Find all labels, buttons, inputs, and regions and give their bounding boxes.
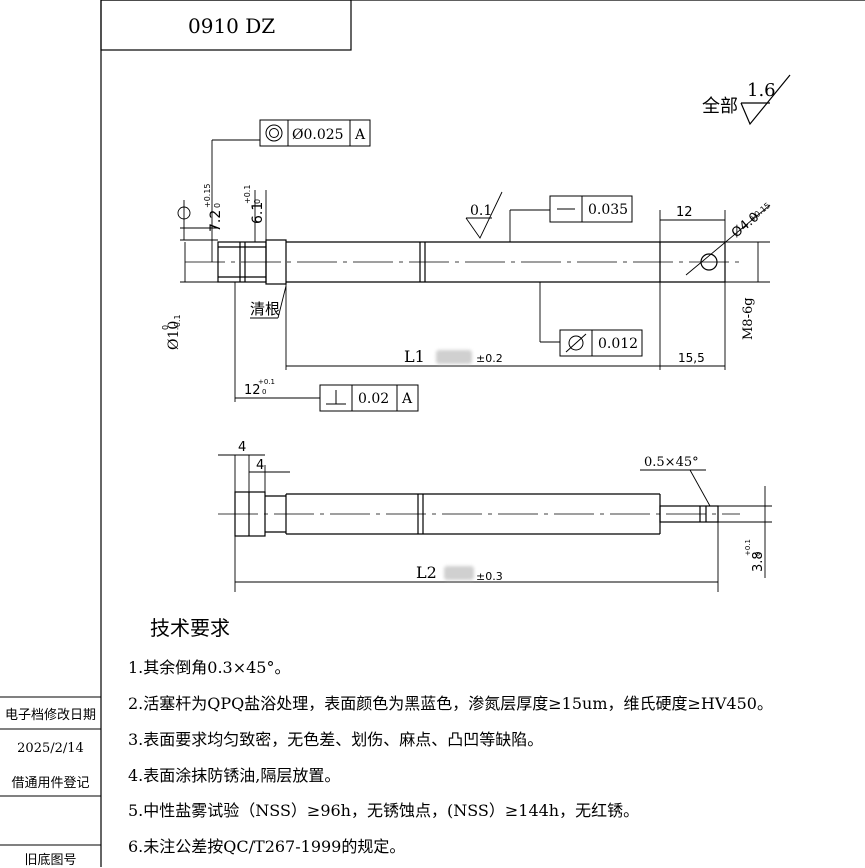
dim-l1-tol: ±0.2 bbox=[476, 352, 503, 365]
dim-6-1-tol0: 0 bbox=[253, 199, 262, 204]
rough-0-1: 0.1 bbox=[470, 203, 492, 219]
dim-15-5: 15,5 bbox=[678, 351, 705, 365]
old-no-label: 旧底图号 bbox=[24, 853, 77, 868]
dim-4-b: 4 bbox=[256, 458, 264, 473]
dim-chamfer: 0.5×45° bbox=[644, 455, 699, 470]
dim-3-8: 3.8 bbox=[751, 551, 766, 572]
roughness-symbol: 全部 1.6 bbox=[702, 74, 791, 126]
dim-d10-tol0: 0 bbox=[161, 325, 170, 330]
dim-l2: L2 bbox=[416, 563, 437, 582]
concentric-datum: A bbox=[354, 127, 366, 143]
dim-12-bottom-tol0: 0 bbox=[262, 388, 266, 396]
dim-6-1: 6.1 bbox=[250, 202, 266, 224]
frame-concentric bbox=[259, 119, 371, 147]
tech-req-item: 1.其余倒角0.3×45°。 bbox=[128, 658, 291, 677]
part-number: 0910 DZ bbox=[188, 14, 275, 38]
dim-4-a: 4 bbox=[238, 440, 246, 455]
concentric-value: Ø0.025 bbox=[292, 127, 344, 143]
cylindricity-value: 0.012 bbox=[598, 336, 638, 352]
label-qinggen: 清根 bbox=[250, 300, 280, 318]
lower-dimensions bbox=[218, 454, 772, 592]
perpendicular-value: 0.02 bbox=[358, 391, 389, 407]
dim-12-bottom-tol: +0.1 bbox=[258, 378, 275, 386]
edit-date-label: 电子档修改日期 bbox=[4, 708, 96, 723]
tech-req-item: 5.中性盐雾试验（NSS）≥96h，无锈蚀点，(NSS）≥144h，无红锈。 bbox=[128, 801, 640, 820]
dim-3-8-tol: +0.1 bbox=[744, 539, 752, 556]
dim-7-2: 7.2 bbox=[208, 210, 224, 232]
tech-req-item: 3.表面要求均匀致密，无色差、划伤、麻点、凸凹等缺陷。 bbox=[128, 730, 544, 749]
dim-6-1-tol: +0.1 bbox=[243, 185, 252, 204]
dim-m8: M8-6g bbox=[741, 297, 756, 340]
tech-req-item: 4.表面涂抹防锈油,隔层放置。 bbox=[128, 766, 341, 785]
dim-l1: L1 bbox=[404, 347, 425, 366]
dim-7-2-tol0: 0 bbox=[213, 203, 222, 208]
tech-req-item: 2.活塞杆为QPQ盐浴处理，表面颜色为黑蓝色，渗氮层厚度≥15um，维氏硬度≥H… bbox=[128, 694, 773, 713]
drawing-frame bbox=[100, 0, 865, 867]
dim-12-bottom: 12 bbox=[244, 383, 261, 398]
dim-l2-tol: ±0.3 bbox=[476, 570, 503, 583]
redacted-l1-value bbox=[436, 350, 472, 364]
tech-req-item: 6.未注公差按QC/T267-1999的规定。 bbox=[128, 837, 406, 856]
dim-7-2-tol: +0.15 bbox=[203, 183, 212, 208]
upper-dimensions bbox=[177, 139, 771, 402]
upper-rod-view bbox=[217, 239, 726, 285]
frame-perpendicular bbox=[319, 384, 419, 412]
dim-d10: Ø10 bbox=[166, 321, 182, 350]
dim-12-top: 12 bbox=[676, 205, 693, 220]
dim-3-8-tol0: 0 bbox=[754, 552, 762, 556]
tech-req-title: 技术要求 bbox=[150, 616, 230, 640]
borrow-label: 借通用件登记 bbox=[11, 776, 90, 791]
roughness-prefix: 全部 bbox=[702, 96, 738, 117]
perpendicular-datum: A bbox=[401, 391, 413, 407]
edit-date: 2025/2/14 bbox=[17, 741, 84, 756]
frame-cylindricity bbox=[559, 329, 643, 357]
side-panel-grid bbox=[0, 696, 101, 846]
frame-straightness bbox=[549, 195, 633, 223]
redacted-l2-value bbox=[444, 566, 474, 580]
roughness-value: 1.6 bbox=[747, 80, 776, 101]
dim-d10-tol: -0.1 bbox=[173, 314, 182, 330]
straightness-value: 0.035 bbox=[588, 202, 628, 218]
